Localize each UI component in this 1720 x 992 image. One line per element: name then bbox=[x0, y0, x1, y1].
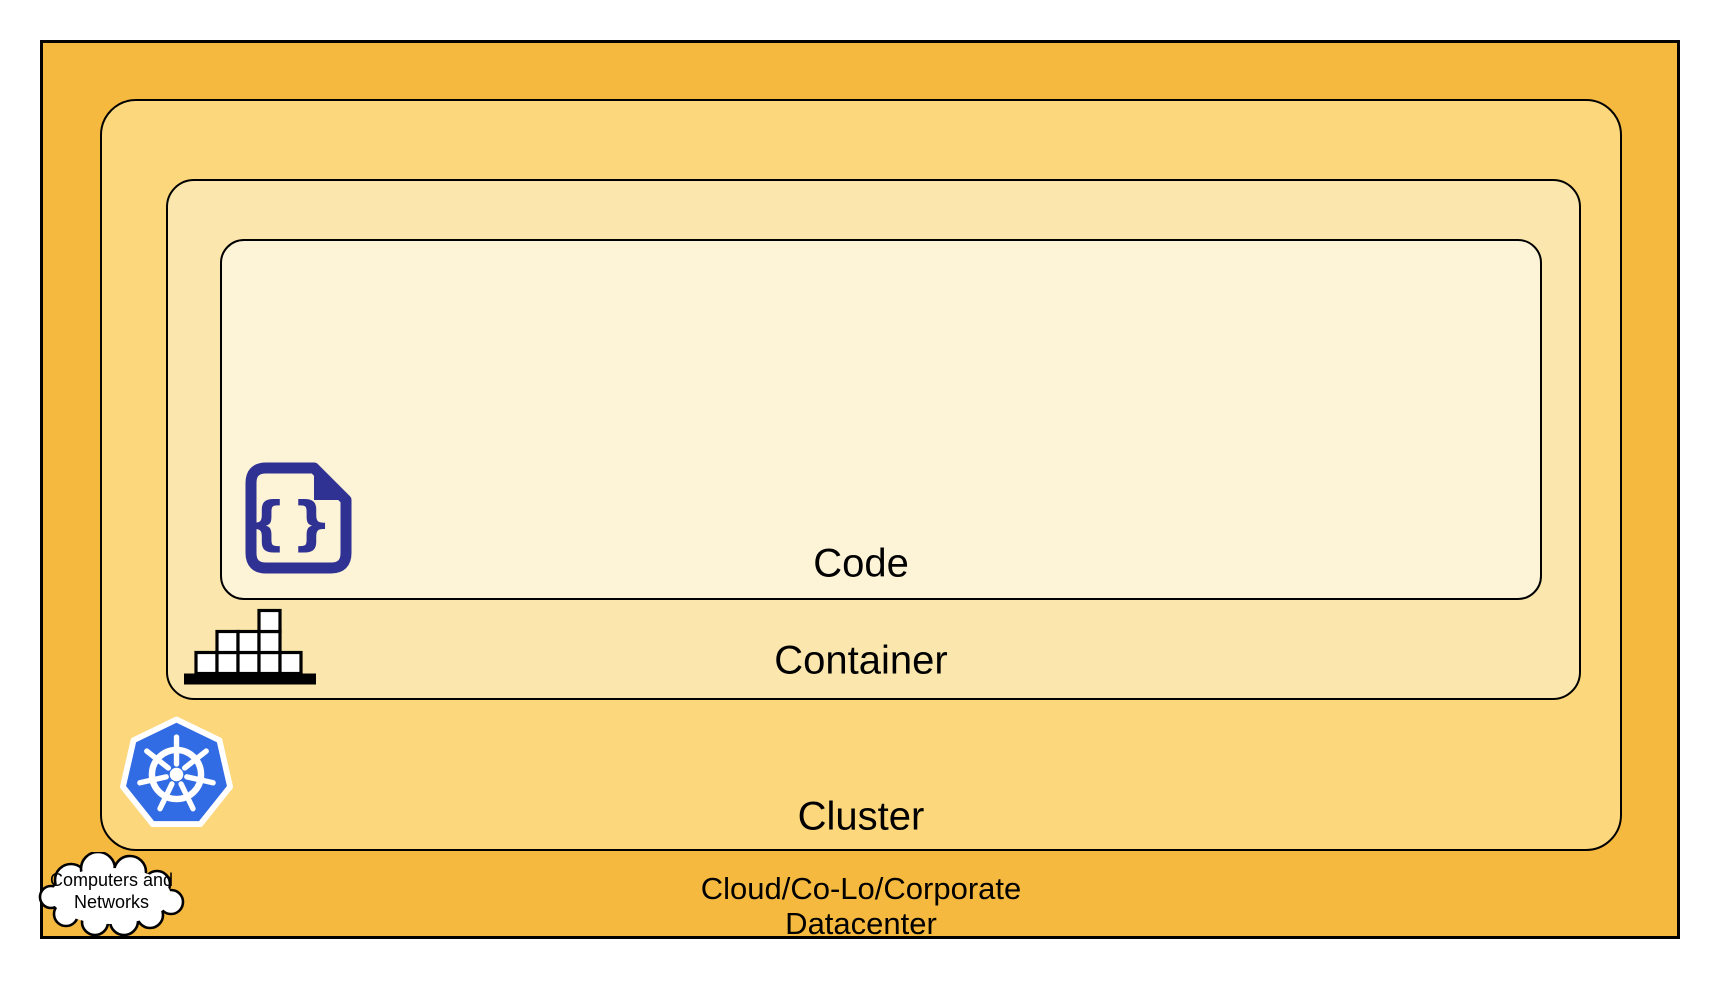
datacenter-label-line1: Cloud/Co-Lo/Corporate bbox=[700, 871, 1022, 906]
code-file-icon: {} bbox=[245, 462, 352, 574]
document-fold bbox=[314, 468, 346, 500]
kubernetes-icon bbox=[119, 716, 234, 828]
helm-wheel bbox=[137, 734, 216, 812]
container-boxes bbox=[194, 608, 303, 676]
document-outline bbox=[245, 462, 352, 574]
container-stack-icon bbox=[184, 608, 316, 685]
container-layer-label: Container bbox=[774, 638, 948, 683]
container-base-bar bbox=[184, 673, 316, 685]
braces-glyph: {} bbox=[246, 489, 337, 557]
wheel-hub bbox=[169, 767, 184, 782]
datacenter-label-line2: Datacenter bbox=[785, 906, 937, 941]
cloud-label-line1: Computers and bbox=[49, 870, 174, 890]
datacenter-layer-label: Cloud/Co-Lo/Corporate Datacenter bbox=[701, 871, 1022, 941]
cluster-layer-label: Cluster bbox=[797, 794, 925, 839]
cloud-body bbox=[51, 868, 171, 924]
cloud-label-line2: Networks bbox=[73, 892, 149, 912]
cloud-callout-label: Computers and Networks bbox=[38, 869, 185, 913]
layer-code-box bbox=[220, 239, 1542, 600]
code-layer-label: Code bbox=[813, 541, 909, 586]
cloud-icon bbox=[38, 852, 185, 937]
